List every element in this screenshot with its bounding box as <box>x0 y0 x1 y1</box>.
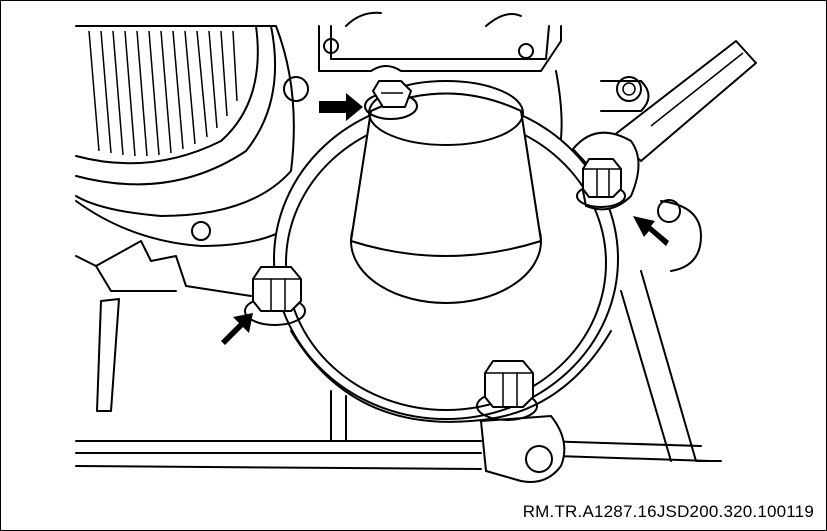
bottom-rails <box>75 390 712 470</box>
housing-ribs <box>88 30 238 157</box>
dipstick <box>96 298 120 412</box>
arrow-right-bolt <box>633 216 669 246</box>
left-lower-casting <box>75 240 252 412</box>
figure-reference-code: RM.TR.A1287.16JSD200.320.100119 <box>522 502 814 521</box>
bottom-boss <box>480 415 566 483</box>
arrow-left-bolt <box>221 313 253 345</box>
conical-housing <box>350 80 542 304</box>
bolt-left <box>244 266 306 326</box>
top-flange <box>318 11 562 72</box>
bolt-top <box>364 80 418 120</box>
bolt-bottom <box>476 360 538 421</box>
bolt-right <box>576 158 626 208</box>
open-end-wrench <box>572 40 757 211</box>
ribbed-housing <box>75 25 309 247</box>
arrow-top-bolt <box>319 93 363 121</box>
